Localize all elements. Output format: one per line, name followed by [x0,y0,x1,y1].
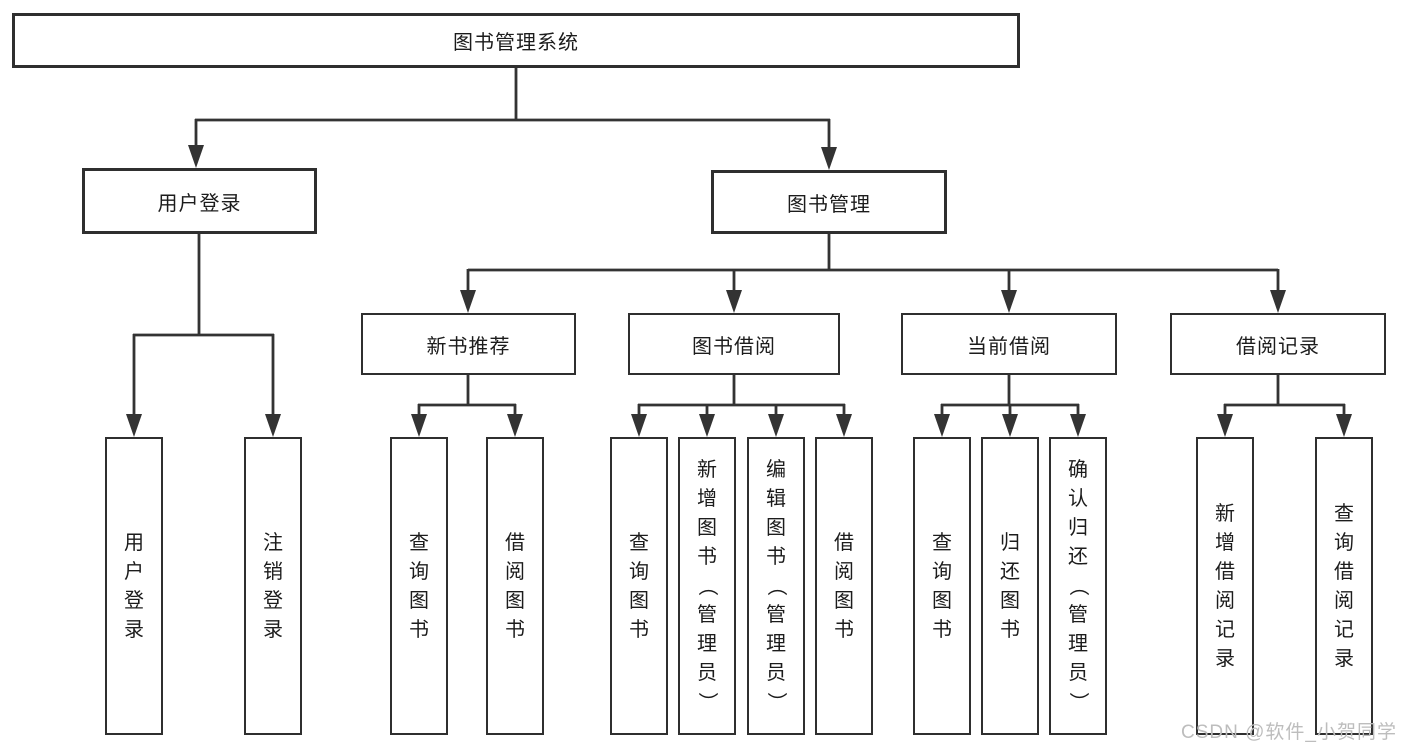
vertical-label-char: 图 [505,589,525,612]
node-book-borrow: 图书借阅 [628,313,840,375]
vertical-label-char: 管 [766,604,786,626]
vertical-label-char: 归 [1000,531,1020,554]
vertical-label-char: 书 [834,618,854,641]
vertical-label-char: 阅 [1215,589,1235,612]
vertical-label-char: 记 [1215,618,1235,641]
leaf-confirm-return-admin: 确认归还 （ 管理员 ） [1049,437,1107,735]
node-root-system: 图书管理系统 [12,13,1020,68]
vertical-label-char: 记 [1334,618,1354,641]
leaf-query-books-recommend: 查询图书 [390,437,448,735]
vertical-label-char: 理 [697,633,717,655]
vertical-label-char: ） [696,692,718,712]
vertical-label-char: （ [765,576,787,596]
node-user-login: 用户登录 [82,168,317,234]
vertical-label-char: 书 [409,618,429,641]
vertical-label-char: 借 [1215,560,1235,583]
vertical-label-char: 阅 [834,560,854,583]
vertical-label-char: 图 [697,517,717,539]
vertical-label-char: 借 [1334,560,1354,583]
vertical-label-char: 辑 [766,488,786,510]
vertical-label-char: 登 [263,589,283,612]
vertical-label-char: 图 [834,589,854,612]
vertical-label-char: ） [1067,692,1089,712]
vertical-label-char: 图 [409,589,429,612]
vertical-label-char: 阅 [505,560,525,583]
vertical-label-char: 认 [1068,488,1088,510]
vertical-label-char: 编 [766,459,786,481]
vertical-label-char: 书 [766,546,786,568]
vertical-label-char: 录 [124,618,144,641]
vertical-label-char: 录 [1334,647,1354,670]
leaf-logout: 注销登录 [244,437,302,735]
vertical-label-char: 还 [1000,560,1020,583]
vertical-label-char: 新 [697,459,717,481]
vertical-label-char: （ [1067,576,1089,596]
vertical-label-char: 书 [697,546,717,568]
vertical-label-char: 图 [766,517,786,539]
vertical-label-char: 询 [932,560,952,583]
vertical-label-char: 管 [1068,604,1088,626]
node-current-borrow: 当前借阅 [901,313,1117,375]
vertical-label-char: 查 [1334,502,1354,525]
vertical-label-char: （ [696,576,718,596]
vertical-label-char: 阅 [1334,589,1354,612]
node-book-management: 图书管理 [711,170,947,234]
leaf-borrow-books-recommend: 借阅图书 [486,437,544,735]
vertical-label-char: 书 [932,618,952,641]
vertical-label-char: 员 [697,662,717,684]
vertical-label-char: 询 [1334,531,1354,554]
vertical-label-char: 录 [263,618,283,641]
leaf-query-books-current: 查询图书 [913,437,971,735]
vertical-label-char: 新 [1215,502,1235,525]
node-new-book-recommend: 新书推荐 [361,313,576,375]
vertical-label-char: 用 [124,531,144,554]
vertical-label-char: 书 [1000,618,1020,641]
vertical-label-char: 书 [629,618,649,641]
vertical-label-char: 理 [766,633,786,655]
leaf-add-books-admin: 新增图书 （ 管理员 ） [678,437,736,735]
vertical-label-char: 员 [766,662,786,684]
leaf-edit-books-admin: 编辑图书 （ 管理员 ） [747,437,805,735]
vertical-label-char: 查 [409,531,429,554]
vertical-label-char: 查 [932,531,952,554]
vertical-label-char: ） [765,692,787,712]
vertical-label-char: 理 [1068,633,1088,655]
vertical-label-char: 员 [1068,662,1088,684]
leaf-add-borrow-record: 新增借阅记录 [1196,437,1254,735]
csdn-watermark: CSDN @软件_小贺同学 [1181,722,1397,743]
vertical-label-char: 借 [505,531,525,554]
vertical-label-char: 书 [505,618,525,641]
vertical-label-char: 图 [1000,589,1020,612]
vertical-label-char: 借 [834,531,854,554]
leaf-query-borrow-record: 查询借阅记录 [1315,437,1373,735]
vertical-label-char: 图 [629,589,649,612]
vertical-label-char: 查 [629,531,649,554]
vertical-label-char: 增 [697,488,717,510]
vertical-label-char: 登 [124,589,144,612]
vertical-label-char: 归 [1068,517,1088,539]
leaf-user-login: 用户登录 [105,437,163,735]
vertical-label-char: 管 [697,604,717,626]
vertical-label-char: 确 [1068,459,1088,481]
leaf-return-books: 归还图书 [981,437,1039,735]
vertical-label-char: 询 [409,560,429,583]
vertical-label-char: 录 [1215,647,1235,670]
vertical-label-char: 注 [263,531,283,554]
vertical-label-char: 增 [1215,531,1235,554]
vertical-label-char: 图 [932,589,952,612]
vertical-label-char: 还 [1068,546,1088,568]
vertical-label-char: 询 [629,560,649,583]
leaf-query-books-borrow: 查询图书 [610,437,668,735]
vertical-label-char: 户 [124,560,144,583]
node-borrow-records: 借阅记录 [1170,313,1386,375]
leaf-borrow-books: 借阅图书 [815,437,873,735]
vertical-label-char: 销 [263,560,283,583]
